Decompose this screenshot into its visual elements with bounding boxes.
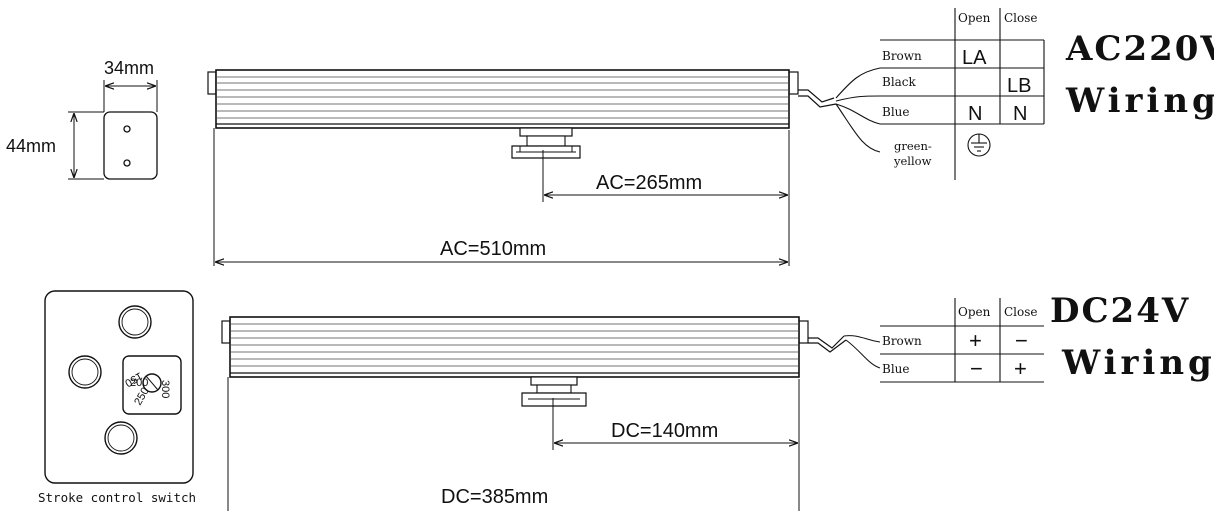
mounting-bracket — [68, 80, 158, 180]
bracket-hole-bottom — [123, 159, 131, 167]
ac-actuator-body — [215, 69, 790, 129]
ac-stroke-label: AC=265mm — [596, 172, 702, 194]
ac-wire-ground-line1: green- — [894, 139, 932, 153]
dc-cell-brown-open: + — [969, 328, 982, 353]
ac-length-label: AC=510mm — [440, 238, 546, 260]
dial-mark-200: 200 — [130, 377, 148, 389]
ac-end-cap-right — [788, 71, 799, 95]
ac-wire-brown: Brown — [882, 49, 922, 63]
dc-end-cap-right — [798, 320, 809, 344]
ac-title-line1: AC220V — [1065, 29, 1214, 69]
ac-chain-outlet — [519, 127, 573, 137]
ac-wire-blue: Blue — [882, 105, 910, 119]
dc-cell-brown-close: − — [1015, 328, 1028, 353]
dc-cell-blue-open: − — [970, 356, 983, 381]
ac-cell-blue-close: N — [1013, 103, 1027, 125]
ac-title-line2: Wiring — [1065, 81, 1214, 121]
dc-wiring-table — [880, 298, 1044, 383]
dc-actuator — [221, 316, 881, 511]
ground-symbol — [967, 133, 991, 157]
ac-cell-brown-open: LA — [962, 47, 987, 69]
ac-wiring-table — [835, 8, 1045, 180]
ac-end-cap-left — [207, 71, 217, 95]
bracket-plate — [103, 111, 158, 180]
switch-knob-left — [68, 355, 102, 389]
dc-actuator-body — [229, 316, 800, 378]
dc-title-line1: DC24V — [1050, 291, 1190, 331]
dial-mark-300: 300 — [159, 380, 171, 398]
bracket-width-label: 34mm — [104, 58, 154, 78]
ac-wire-black: Black — [882, 75, 917, 89]
ac-cell-blue-open: N — [968, 103, 982, 125]
stroke-dial — [142, 373, 162, 393]
ac-actuator — [207, 69, 837, 266]
stroke-dial-panel — [122, 355, 182, 415]
dc-title-line2: Wiring — [1061, 343, 1214, 383]
dc-col-open: Open — [958, 305, 991, 319]
switch-knob-top — [118, 305, 152, 339]
dc-chain-outlet — [530, 376, 578, 386]
dc-end-cap-left — [221, 320, 231, 344]
dc-length-label: DC=385mm — [441, 486, 548, 508]
switch-caption: Stroke control switch — [38, 490, 196, 505]
ac-cell-black-close: LB — [1007, 75, 1031, 97]
bracket-height-label: 44mm — [6, 136, 56, 156]
bracket-hole-top — [123, 125, 131, 133]
ac-col-close: Close — [1004, 11, 1038, 25]
ac-wire-ground-line2: yellow — [893, 154, 932, 168]
switch-knob-bottom — [104, 421, 138, 455]
dc-wire-blue: Blue — [882, 362, 910, 376]
switch-housing — [44, 290, 194, 484]
stroke-control-switch — [44, 290, 194, 484]
dc-col-close: Close — [1004, 305, 1038, 319]
dc-stroke-label: DC=140mm — [611, 420, 718, 442]
dc-wire-brown: Brown — [882, 334, 922, 348]
ac-col-open: Open — [958, 11, 991, 25]
dc-cell-blue-close: + — [1014, 356, 1027, 381]
